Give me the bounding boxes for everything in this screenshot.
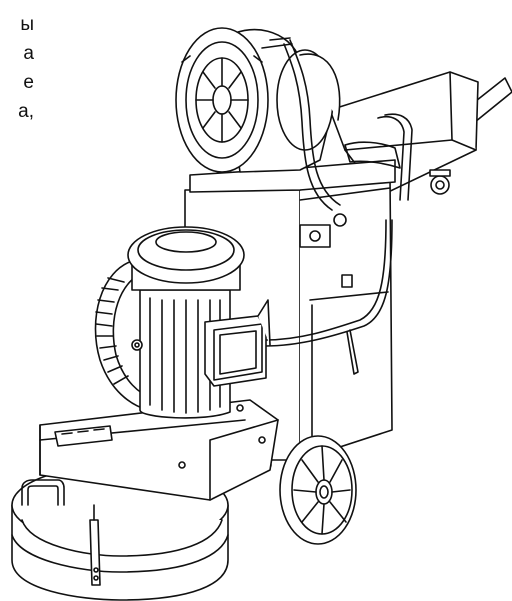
cropped-text-fragments: ы а е а, (0, 10, 34, 126)
gear-housing (40, 400, 278, 500)
blower-grille (176, 28, 268, 172)
text-fragment-1: ы (20, 14, 34, 35)
text-fragment-4: а, (18, 101, 34, 122)
lift-handle (22, 480, 64, 505)
power-socket (430, 170, 450, 194)
blower-hoses (284, 40, 412, 210)
transport-wheel (280, 436, 356, 544)
handle-bracket (300, 214, 346, 247)
text-fragment-3: е (23, 72, 34, 93)
motor-terminal-box (205, 300, 270, 386)
power-cable (265, 220, 392, 346)
electric-motor (128, 227, 244, 418)
grinding-head (12, 465, 228, 600)
text-fragment-2: а (23, 43, 34, 64)
front-strap (90, 505, 100, 585)
flexible-hose (95, 260, 152, 410)
